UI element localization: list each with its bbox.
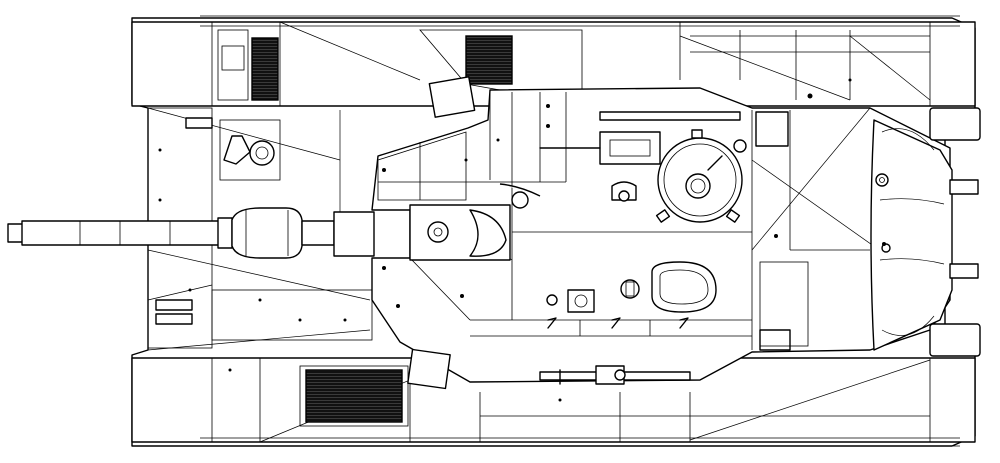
stowage-basket bbox=[870, 119, 953, 351]
side-grille bbox=[305, 369, 403, 423]
gun-mantlet bbox=[333, 211, 375, 257]
smoke-launcher-bottom bbox=[407, 348, 451, 390]
top-mg bbox=[539, 111, 741, 149]
exhaust-grille bbox=[465, 35, 513, 85]
machine-gun bbox=[539, 365, 691, 385]
fume-extractor bbox=[231, 207, 303, 259]
turret bbox=[371, 76, 981, 390]
main-gun bbox=[7, 207, 375, 259]
loader-hatch bbox=[651, 261, 717, 313]
periscope-icon bbox=[249, 140, 275, 166]
engine-grille bbox=[251, 37, 279, 101]
smoke-launcher bbox=[428, 76, 476, 118]
